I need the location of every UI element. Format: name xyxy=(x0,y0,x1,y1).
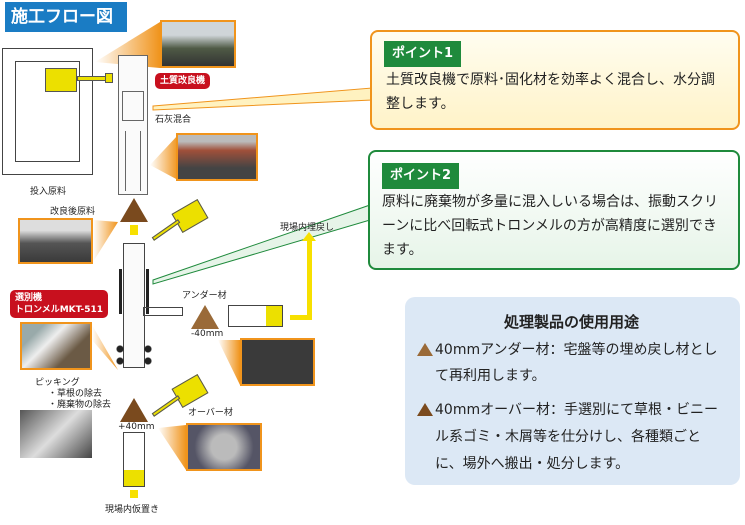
photo-over xyxy=(186,423,262,471)
photo4-wedge xyxy=(92,325,118,370)
arrow-down xyxy=(130,225,138,235)
under-triangle xyxy=(191,305,219,329)
backfill-label: 現場内埋戻し xyxy=(280,223,335,233)
picking-item-1: ・草根の除去 xyxy=(48,389,103,399)
under-size: -40mm xyxy=(191,329,224,339)
lime-mix-label: 石灰混合 xyxy=(155,115,192,125)
page-title: 施工フロー図 xyxy=(5,2,127,32)
usage-item-text: 40mmオーバー材：手選別にて草根・ビニール系ゴミ・木屑等を仕分けし、各種類ごと… xyxy=(435,402,718,472)
improved-label: 改良後原料 xyxy=(50,207,96,217)
photo2-wedge xyxy=(150,135,178,180)
photo-machine xyxy=(176,133,258,181)
usage-item-under: 40mmアンダー材：宅盤等の埋め戻し材として再利用します。 xyxy=(415,337,728,389)
picking-item-2: ・廃棄物の除去 xyxy=(48,400,112,410)
triangle-icon xyxy=(417,403,433,416)
photo-improved xyxy=(18,218,93,264)
over-triangle xyxy=(120,398,148,422)
wheels xyxy=(116,345,152,365)
over-label: オーバー材 xyxy=(188,408,233,418)
point2-text: 原料に廃棄物が多量に混入しいる場合は、振動スクリーンに比べ回転式トロンメルの方が… xyxy=(382,194,718,258)
usage-item-text: 40mmアンダー材：宅盤等の埋め戻し材として再利用します。 xyxy=(435,342,718,384)
photo-picking xyxy=(20,322,92,370)
photo7-wedge xyxy=(158,425,186,470)
point1-box: ポイント1 土質改良機で原料･固化材を効率よく混合し、水分調整します。 xyxy=(370,30,740,130)
usage-title: 処理製品の使用用途 xyxy=(503,313,639,331)
point1-wedge xyxy=(152,87,373,111)
excavator-1 xyxy=(45,68,77,92)
temp-storage-label: 現場内仮置き xyxy=(105,505,160,515)
sorter-tag: 選別機 トロンメルMKT-511 xyxy=(10,290,108,318)
material-pit xyxy=(2,48,93,175)
dump-truck-under xyxy=(228,305,283,327)
usage-box: 処理製品の使用用途 40mmアンダー材：宅盤等の埋め戻し材として再利用します。 … xyxy=(405,297,740,485)
photo-waste xyxy=(20,410,92,458)
triangle-icon xyxy=(417,343,433,356)
input-label: 投入原料 xyxy=(30,187,67,197)
point2-tag: ポイント2 xyxy=(382,163,460,189)
photo3-wedge xyxy=(93,220,118,262)
soil-improvement-machine xyxy=(118,55,148,195)
point1-text: 土質改良機で原料･固化材を効率よく混合し、水分調整します。 xyxy=(386,72,715,112)
material-triangle xyxy=(120,198,148,222)
photo-under xyxy=(240,338,315,386)
point1-tag: ポイント1 xyxy=(384,41,462,67)
arrow-up xyxy=(307,240,312,320)
usage-item-over: 40mmオーバー材：手選別にて草根・ビニール系ゴミ・木屑等を仕分けし、各種類ごと… xyxy=(415,397,728,478)
sorter-tag-line1: 選別機 xyxy=(15,293,43,303)
soil-machine-tag: 土質改良機 xyxy=(155,73,211,89)
point2-box: ポイント2 原料に廃棄物が多量に混入しいる場合は、振動スクリーンに比べ回転式トロ… xyxy=(368,150,740,270)
sorter-tag-line2: トロンメルMKT-511 xyxy=(15,305,103,315)
under-label: アンダー材 xyxy=(182,291,227,301)
photo6-wedge xyxy=(218,340,240,385)
arrow-down-2 xyxy=(130,490,138,498)
photo-stockpile xyxy=(160,20,236,68)
trommel xyxy=(119,243,149,368)
picking-label: ピッキング xyxy=(35,378,80,388)
dump-truck-over xyxy=(123,432,145,487)
over-size: +40mm xyxy=(118,422,155,432)
